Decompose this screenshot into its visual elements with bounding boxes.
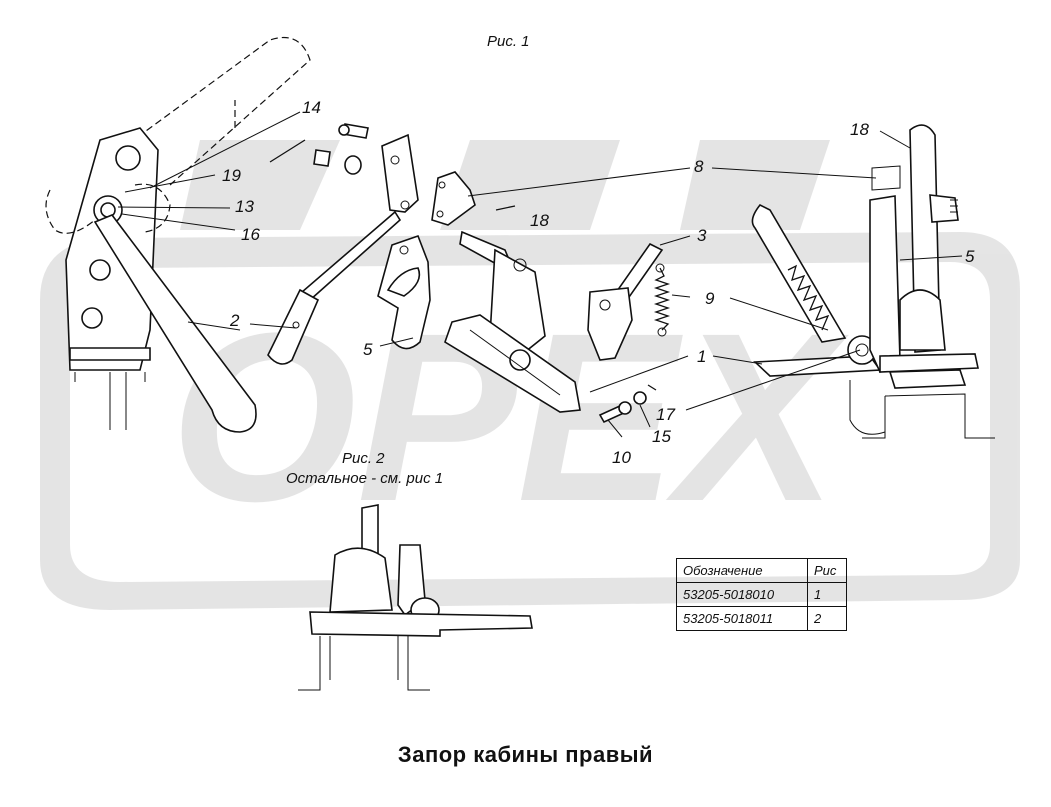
callout-10: 10 xyxy=(612,448,631,467)
right-lock-assembly xyxy=(751,124,995,439)
fig1-caption: Рис. 1 xyxy=(487,33,530,50)
small-parts-top xyxy=(269,123,369,175)
callout-18-right: 18 xyxy=(850,120,869,139)
callout-5-right: 5 xyxy=(965,247,975,266)
callout-8: 8 xyxy=(694,157,704,176)
callout-19: 19 xyxy=(222,166,241,185)
callout-3: 3 xyxy=(697,226,707,245)
callout-13: 13 xyxy=(235,197,254,216)
designation-table: Обозначение Рис 53205-5018010 1 53205-50… xyxy=(676,558,847,631)
table-cell-designation: 53205-5018011 xyxy=(676,606,808,631)
callout-2: 2 xyxy=(229,311,240,330)
callout-18-middle: 18 xyxy=(530,211,549,230)
plate-part xyxy=(431,171,516,226)
rod-assembly xyxy=(267,133,419,365)
callout-labels: 14 19 13 16 2 5 8 18 3 9 1 17 15 10 18 5 xyxy=(222,98,975,467)
callout-16: 16 xyxy=(241,225,260,244)
callout-15: 15 xyxy=(652,427,671,446)
lock-body xyxy=(444,230,581,413)
table-header-designation: Обозначение xyxy=(676,558,808,583)
left-lever-assembly xyxy=(45,36,311,433)
table-cell-fig: 2 xyxy=(807,606,847,631)
small-parts-bottom xyxy=(598,384,657,424)
fig2-caption: Рис. 2 xyxy=(342,450,385,467)
callout-5-middle: 5 xyxy=(363,340,373,359)
table-row: 53205-5018010 1 xyxy=(676,582,847,607)
callout-17: 17 xyxy=(656,405,675,424)
callout-1: 1 xyxy=(697,347,706,366)
table-row: 53205-5018011 2 xyxy=(676,606,847,631)
callout-9: 9 xyxy=(705,289,715,308)
spring-9 xyxy=(653,263,671,337)
fig2-note: Остальное - см. рис 1 xyxy=(286,470,443,487)
page-title: Запор кабины правый xyxy=(397,742,654,767)
table-header-fig: Рис xyxy=(807,558,847,583)
leader-lines xyxy=(117,111,963,438)
table-cell-fig: 1 xyxy=(807,582,847,607)
fig2-drawing xyxy=(298,504,533,691)
hook-part xyxy=(377,234,431,350)
table-header-row: Обозначение Рис xyxy=(676,558,847,583)
table-cell-designation: 53205-5018010 xyxy=(676,582,808,607)
callout-14: 14 xyxy=(302,98,321,117)
latch-bracket xyxy=(587,242,664,361)
